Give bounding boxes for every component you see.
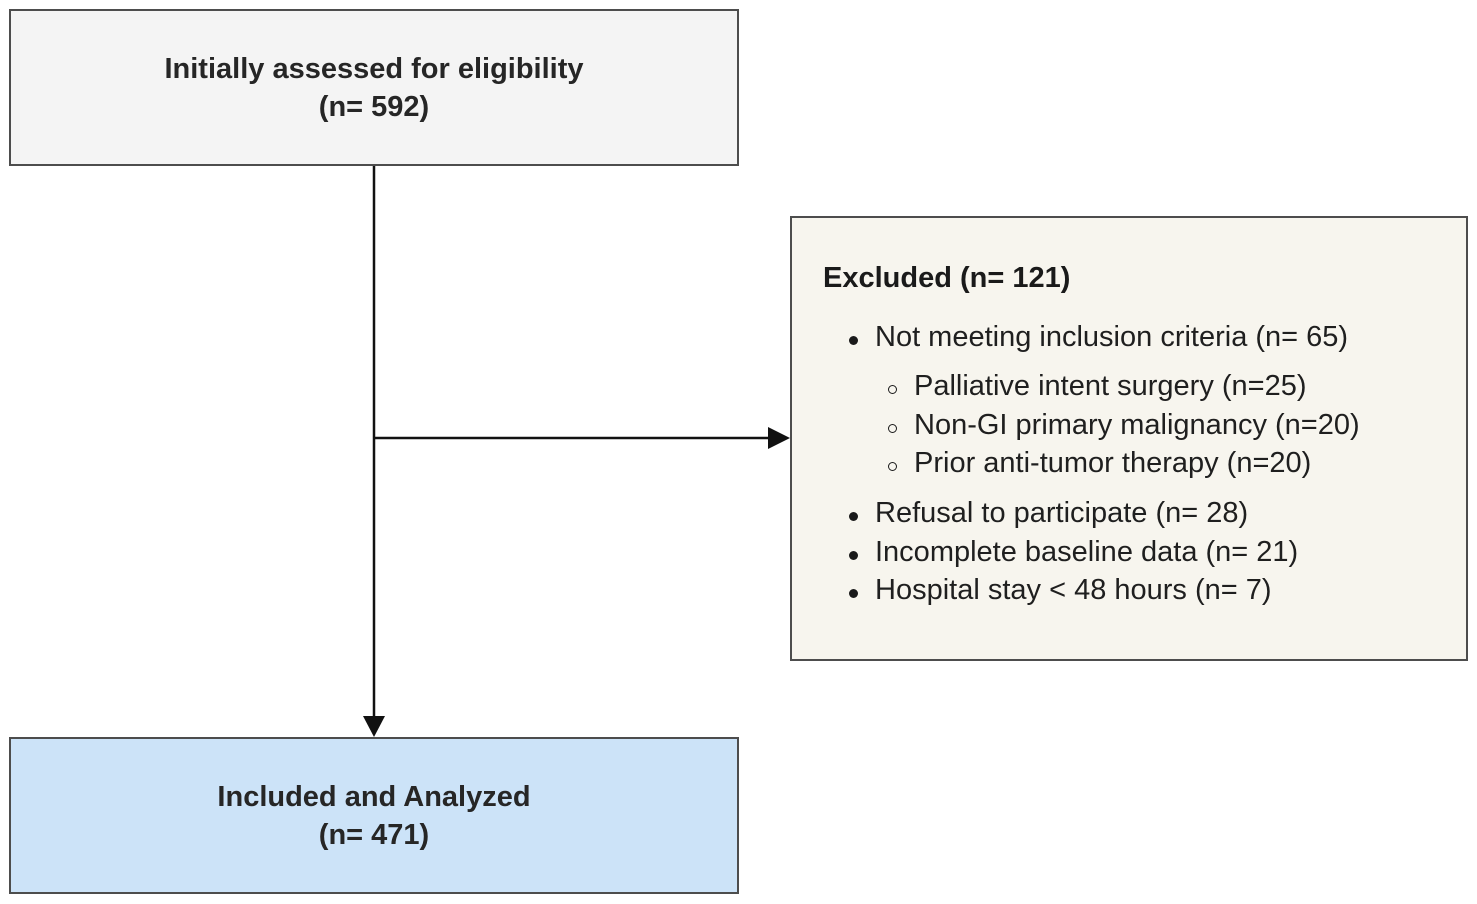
assessed-label: Initially assessed for eligibility bbox=[164, 52, 584, 85]
excluded-sub-item: Prior anti-tumor therapy (n=20) bbox=[914, 447, 1312, 479]
arrowhead-down-icon bbox=[363, 716, 385, 737]
included-label: Included and Analyzed bbox=[217, 780, 531, 813]
bullet-icon bbox=[849, 512, 858, 521]
bullet-icon bbox=[849, 551, 858, 560]
sub-bullet-icon bbox=[888, 385, 897, 394]
sub-bullet-icon bbox=[888, 462, 897, 471]
bullet-icon bbox=[849, 589, 858, 598]
excluded-item: Refusal to participate (n= 28) bbox=[875, 497, 1249, 529]
excluded-item: Incomplete baseline data (n= 21) bbox=[875, 536, 1299, 568]
assessed-box: Initially assessed for eligibility (n= 5… bbox=[9, 9, 739, 166]
excluded-sub-item: Palliative intent surgery (n=25) bbox=[914, 370, 1307, 402]
arrowhead-right-icon bbox=[768, 427, 790, 449]
excluded-item: Hospital stay < 48 hours (n= 7) bbox=[875, 574, 1272, 606]
excluded-sub-item: Non-GI primary malignancy (n=20) bbox=[914, 409, 1360, 441]
sub-bullet-icon bbox=[888, 424, 897, 433]
excluded-item: Not meeting inclusion criteria (n= 65) bbox=[875, 321, 1349, 353]
assessed-count: (n= 592) bbox=[318, 90, 430, 123]
excluded-title: Excluded (n= 121) bbox=[823, 262, 1071, 294]
excluded-box: Excluded (n= 121) Not meeting inclusion … bbox=[790, 216, 1468, 661]
bullet-icon bbox=[849, 336, 858, 345]
included-count: (n= 471) bbox=[318, 818, 430, 851]
included-box: Included and Analyzed (n= 471) bbox=[9, 737, 739, 894]
